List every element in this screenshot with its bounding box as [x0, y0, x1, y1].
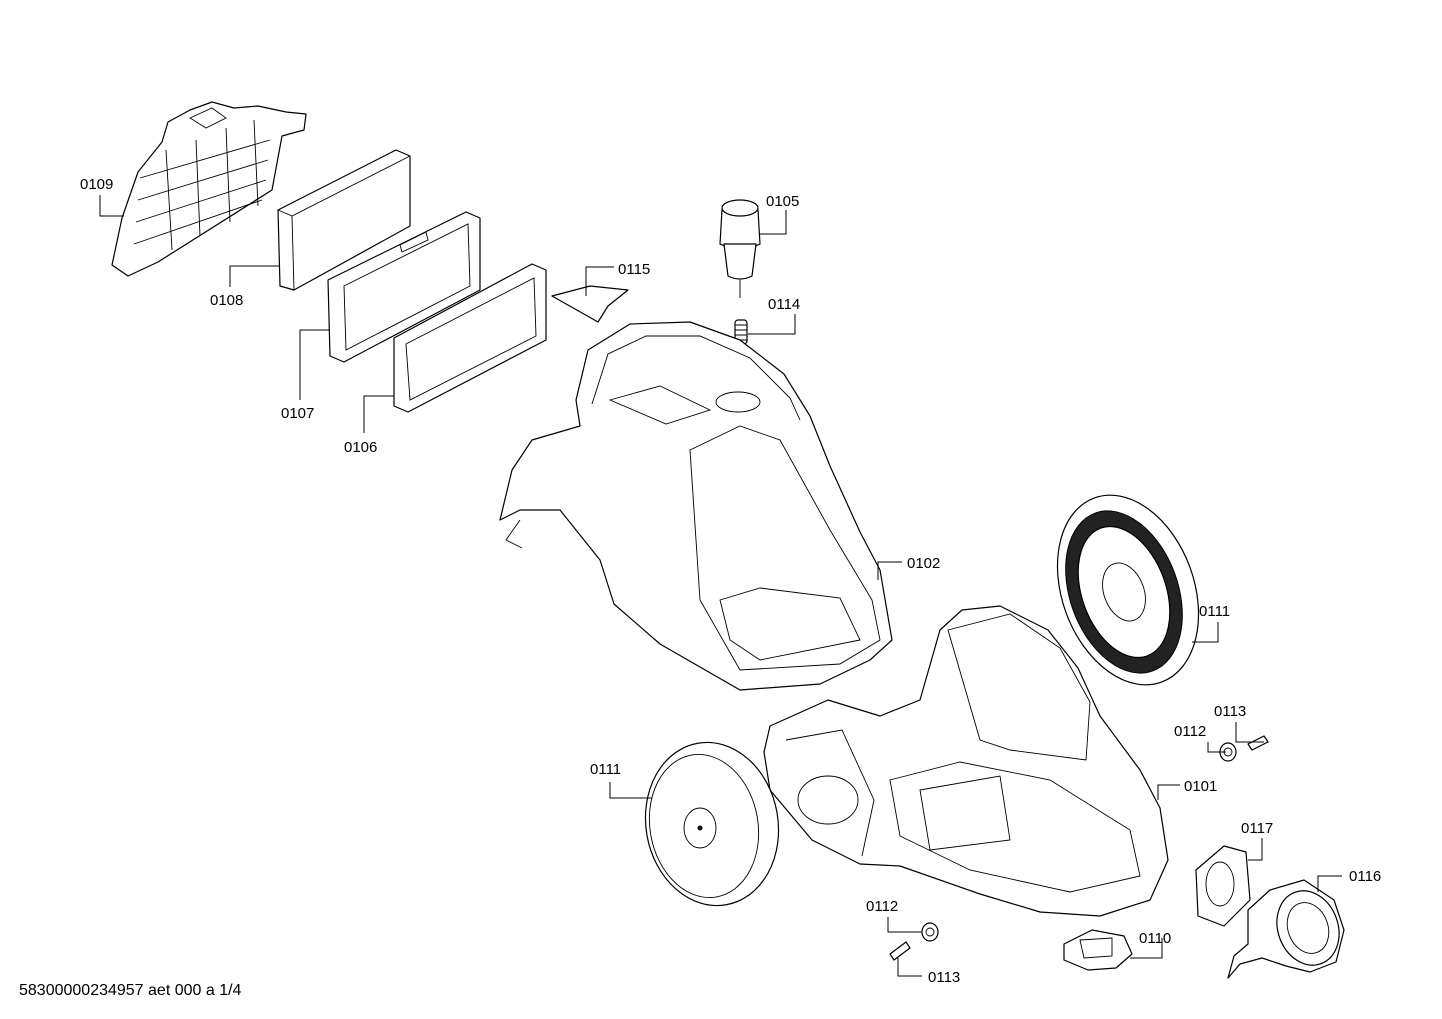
part-0102-upper-housing	[499, 321, 893, 691]
label-0105: 0105	[766, 193, 799, 210]
part-0109-filter-frame	[111, 101, 307, 277]
part-0108-filter-block	[277, 149, 411, 291]
part-0117-connector	[1195, 845, 1251, 927]
label-0115: 0115	[618, 261, 650, 278]
label-0101: 0101	[1184, 778, 1217, 795]
label-0112-lower: 0112	[866, 898, 898, 915]
label-0106: 0106	[344, 439, 377, 456]
part-0105-motor-unit	[719, 199, 761, 298]
leader-lines	[99, 195, 1342, 977]
part-0107-filter-cassette	[327, 211, 481, 363]
document-code: 58300000234957 aet 000 a 1/4	[19, 982, 242, 999]
part-0101-base-housing	[763, 605, 1169, 917]
label-0117: 0117	[1241, 820, 1273, 837]
part-0116-hose-socket	[1227, 879, 1345, 979]
part-0113-lower-pin	[889, 941, 911, 961]
part-0112-lower-roller	[921, 922, 939, 942]
label-0102: 0102	[907, 555, 940, 572]
label-0113-upper: 0113	[1214, 703, 1246, 720]
label-0109: 0109	[80, 176, 113, 193]
part-0115-clip	[551, 285, 629, 323]
part-0113-upper-pin	[1247, 735, 1269, 751]
part-0110-cover	[1063, 929, 1133, 971]
label-0107: 0107	[281, 405, 314, 422]
label-0114: 0114	[768, 296, 800, 313]
label-0108: 0108	[210, 292, 243, 309]
label-0110: 0110	[1139, 930, 1171, 947]
label-0111-right: 0111	[1199, 603, 1230, 620]
part-0106-filter-holder	[393, 263, 547, 413]
label-0112-upper: 0112	[1174, 723, 1206, 740]
part-0111-left-wheel	[644, 741, 780, 907]
label-0113-lower: 0113	[928, 969, 960, 986]
label-0116: 0116	[1349, 868, 1381, 885]
part-0111-right-wheel	[1056, 494, 1200, 686]
label-0111-left: 0111	[590, 761, 621, 778]
part-labels: 0109 0108 0107 0106 0105 0115 0114 0102 …	[80, 176, 1381, 986]
